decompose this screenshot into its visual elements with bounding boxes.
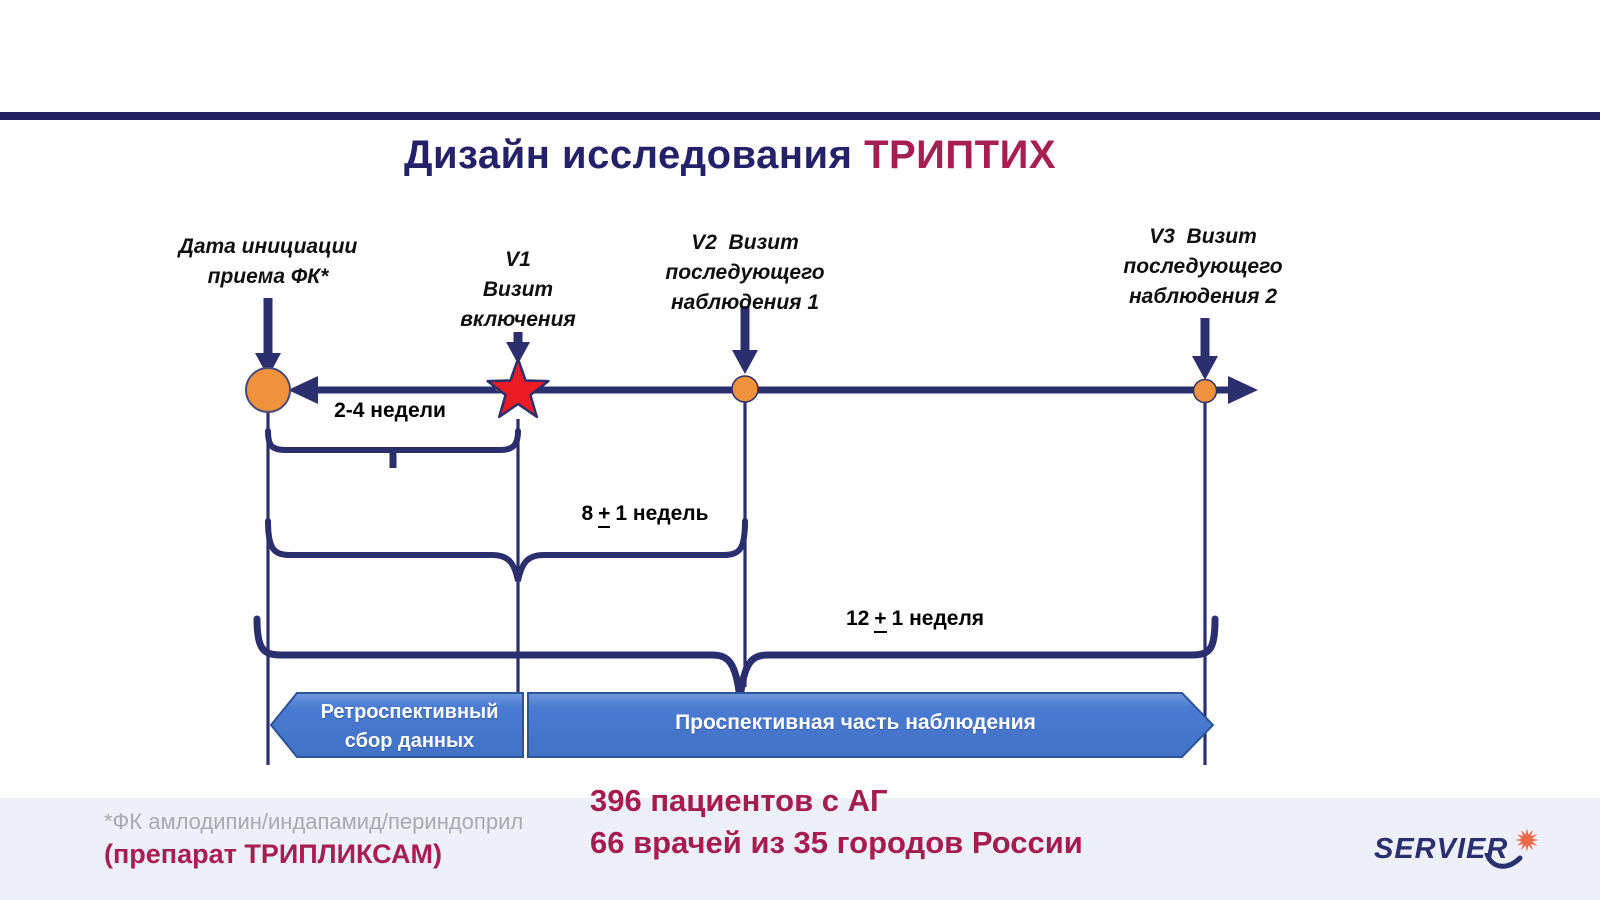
event-label-v1-line-1: V1 bbox=[505, 248, 531, 271]
duration-12-plus-minus: + bbox=[874, 607, 887, 633]
footer-band bbox=[0, 798, 1600, 900]
event-label-v3-line-3: наблюдения 2 bbox=[1128, 284, 1278, 308]
servier-starburst-icon bbox=[1515, 828, 1539, 852]
servier-logo: SERVIER bbox=[1374, 827, 1544, 877]
event-label-v1-line-3: включения bbox=[460, 307, 576, 331]
v3-down-arrow-icon bbox=[1192, 318, 1218, 380]
red-star-marker-v1 bbox=[486, 357, 550, 419]
study-stats: 396 пациентов с АГ 66 врачей из 35 город… bbox=[590, 780, 1083, 864]
fk-down-arrow-icon bbox=[255, 298, 281, 377]
event-label-v3-line-2: последующего bbox=[1123, 254, 1283, 278]
duration-8-plus-minus: + bbox=[598, 502, 611, 528]
event-label-fk-line-1: Дата инициации bbox=[178, 235, 358, 258]
brace-2-4-weeks bbox=[265, 428, 521, 453]
orange-circle-marker-v3 bbox=[1192, 378, 1218, 404]
retrospective-phase-banner bbox=[269, 692, 524, 758]
page-title-main: Дизайн исследования bbox=[403, 133, 865, 177]
duration-8-rest: 1 недель bbox=[615, 502, 709, 525]
duration-12-value: 12 bbox=[845, 607, 870, 630]
timeline-right-arrowhead-icon bbox=[1228, 376, 1258, 404]
event-label-fk-line-2: приема ФК* bbox=[207, 264, 329, 288]
timeline-left-arrowhead-icon bbox=[288, 376, 318, 404]
event-label-v1-line-2: Визит bbox=[482, 277, 554, 301]
brace-8-weeks bbox=[265, 518, 748, 582]
stats-patients: 396 пациентов с АГ bbox=[590, 783, 888, 818]
retrospective-banner-line-2: сбор данных bbox=[344, 730, 475, 752]
event-label-v3-line-1: V3 Визит bbox=[1149, 225, 1257, 248]
study-timeline-diagram bbox=[245, 298, 1258, 765]
v2-down-arrow-icon bbox=[732, 306, 758, 374]
footnote-composition: *ФК амлодипин/индапамид/периндоприл bbox=[104, 809, 524, 834]
duration-8-value: 8 bbox=[581, 502, 594, 525]
retrospective-banner-line-1: Ретроспективный bbox=[320, 701, 499, 723]
top-divider-bar bbox=[0, 112, 1600, 120]
orange-circle-marker-v2 bbox=[731, 375, 759, 403]
duration-12-rest: 1 неделя bbox=[891, 607, 985, 630]
retrospective-banner-label: Ретроспективный сбор данных bbox=[296, 698, 523, 756]
event-label-v2-line-1: V2 Визит bbox=[691, 231, 799, 254]
timeline-axis bbox=[288, 376, 1258, 404]
servier-logo-text: SERVIER bbox=[1374, 833, 1509, 865]
duration-label-12-weeks: 12+1 неделя bbox=[815, 607, 1015, 633]
footnote-drug-name: (препарат ТРИПЛИКСАМ) bbox=[104, 839, 442, 869]
event-label-fk: Дата инициации приема ФК* bbox=[118, 232, 418, 292]
event-label-v3: V3 Визит последующего наблюдения 2 bbox=[1078, 222, 1328, 311]
event-label-v2: V2 Визит последующего наблюдения 1 bbox=[620, 228, 870, 317]
v1-down-arrow-icon bbox=[506, 332, 530, 364]
duration-label-2-4-weeks: 2-4 недели bbox=[334, 399, 446, 422]
prospective-phase-banner bbox=[527, 692, 1215, 758]
brace-12-weeks bbox=[253, 615, 1219, 700]
prospective-banner-label: Проспективная часть наблюдения bbox=[675, 711, 1036, 734]
duration-label-8-weeks: 8+1 недель bbox=[545, 502, 745, 528]
event-label-v2-line-2: последующего bbox=[665, 260, 825, 284]
page-title-accent: ТРИПТИХ bbox=[864, 133, 1057, 177]
page-title: Дизайн исследования ТРИПТИХ bbox=[0, 133, 1460, 178]
stats-doctors: 66 врачей из 35 городов России bbox=[590, 825, 1083, 861]
orange-circle-marker-fk bbox=[245, 367, 291, 413]
event-label-v2-line-3: наблюдения 1 bbox=[670, 290, 820, 314]
servier-swoosh-icon bbox=[1484, 853, 1523, 869]
event-label-v1: V1 Визит включения bbox=[418, 245, 618, 334]
